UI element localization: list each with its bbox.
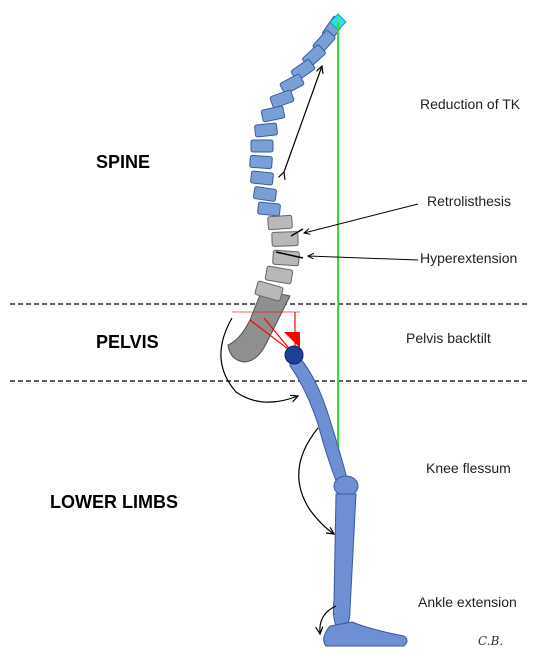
annotation-knee-flessum: Knee flessum	[426, 460, 511, 476]
region-label-lower-limbs: LOWER LIMBS	[50, 492, 178, 513]
foot	[324, 622, 407, 646]
thoracic-vertebrae	[250, 16, 345, 217]
region-label-pelvis: PELVIS	[96, 332, 159, 353]
annotation-retrolisthesis: Retrolisthesis	[427, 193, 511, 209]
annotation-ankle-extension: Ankle extension	[418, 594, 517, 610]
lumbar-vertebra	[265, 266, 293, 284]
annotation-hyperextension: Hyperextension	[420, 250, 517, 266]
author-signature: C.B.	[478, 634, 503, 648]
annotation-pelvis-backtilt: Pelvis backtilt	[406, 330, 491, 346]
lumbar-vertebrae	[255, 215, 300, 301]
thoracic-vertebra	[254, 123, 277, 137]
thoracic-vertebra	[253, 187, 276, 202]
femur	[290, 358, 348, 486]
thoracic-vertebra	[250, 155, 273, 169]
thoracic-vertebra	[250, 171, 273, 185]
tibia	[333, 494, 356, 626]
hyperextension-arrow	[308, 256, 418, 260]
retrolisthesis-arrow	[304, 204, 418, 233]
lumbar-vertebra	[268, 215, 293, 230]
thoracic-vertebra	[279, 74, 304, 95]
thoracic-vertebra	[251, 140, 273, 152]
region-label-spine: SPINE	[96, 152, 150, 173]
sacrum	[228, 290, 290, 362]
annotation-reduction-tk: Reduction of TK	[420, 96, 520, 112]
patella	[334, 476, 358, 496]
thoracic-vertebra	[257, 202, 280, 216]
thoracic-vertebra	[270, 90, 295, 109]
femoral-head	[285, 346, 303, 364]
thoracic-vertebra	[261, 106, 285, 122]
